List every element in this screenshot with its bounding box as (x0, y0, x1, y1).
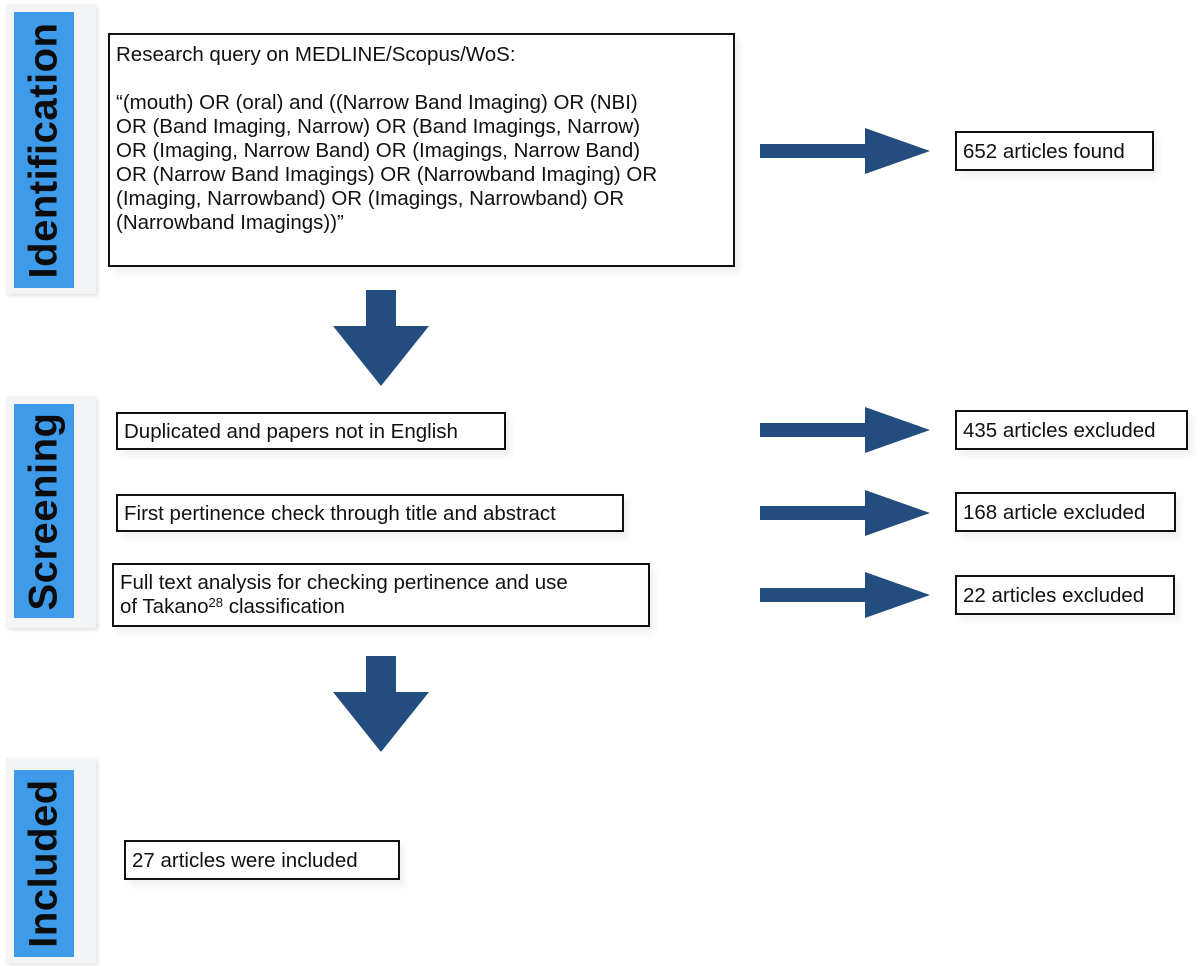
articles-found-box: 652 articles found (955, 131, 1154, 171)
screening-stage-label: Screening (14, 404, 74, 618)
search-query-line: (Narrowband Imagings))” (116, 211, 344, 234)
identification-stage-text: Identification (21, 22, 66, 278)
down-arrow-icon (333, 290, 429, 386)
screening-step-box: First pertinence check through title and… (116, 494, 624, 532)
exclusion-result-box: 22 articles excluded (955, 575, 1175, 615)
exclusion-result-box: 435 articles excluded (955, 410, 1188, 450)
right-arrow-icon (760, 572, 930, 618)
exclusion-result-box: 168 article excluded (955, 492, 1176, 532)
search-query-title: Research query on MEDLINE/Scopus/WoS: (116, 43, 516, 66)
search-query-line: OR (Band Imaging, Narrow) OR (Band Imagi… (116, 115, 641, 138)
included-stage-text: Included (21, 779, 66, 948)
screening-stage-text: Screening (21, 412, 66, 610)
screening-step-box: Full text analysis for checking pertinen… (112, 563, 650, 627)
down-arrow-icon (333, 656, 429, 752)
right-arrow-icon (760, 128, 930, 174)
included-stage-label: Included (14, 770, 74, 957)
search-query-line: OR (Imaging, Narrow Band) OR (Imagings, … (116, 139, 641, 162)
identification-stage-label: Identification (14, 12, 74, 288)
citation-superscript: 28 (208, 595, 223, 610)
right-arrow-icon (760, 407, 930, 453)
right-arrow-icon (760, 490, 930, 536)
search-query-box: Research query on MEDLINE/Scopus/WoS: “(… (108, 33, 735, 267)
screening-step-line: Full text analysis for checking pertinen… (120, 571, 568, 594)
search-query-line: OR (Narrow Band Imagings) OR (Narrowband… (116, 163, 658, 186)
screening-step-box: Duplicated and papers not in English (116, 412, 506, 450)
search-query-line: (Imaging, Narrowband) OR (Imagings, Narr… (116, 187, 625, 210)
included-result-box: 27 articles were included (124, 840, 400, 880)
search-query-line: “(mouth) OR (oral) and ((Narrow Band Ima… (116, 91, 638, 114)
screening-step-line: of Takano28 classification (120, 595, 345, 618)
